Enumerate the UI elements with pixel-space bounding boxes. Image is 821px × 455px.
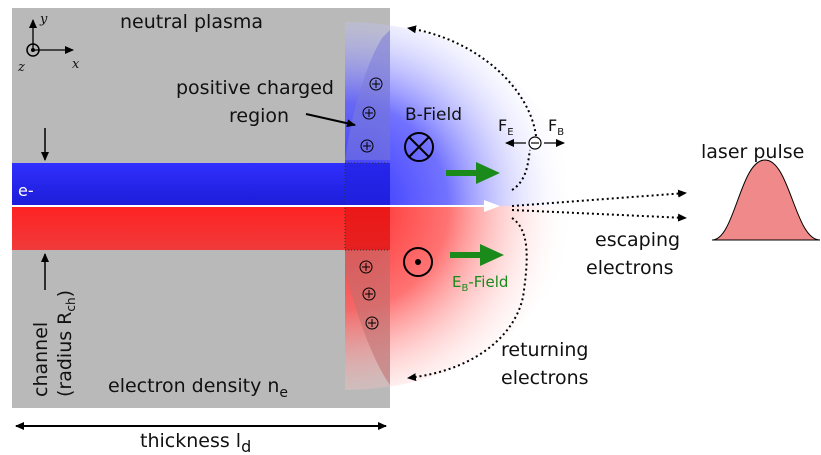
electron-beam-red xyxy=(12,206,390,250)
axis-z-label: z xyxy=(17,60,25,75)
positive-region-bottom xyxy=(345,250,390,385)
electron-density-label: electron density ne xyxy=(108,375,288,401)
positive-region-top xyxy=(345,30,390,160)
axis-y-label: y xyxy=(39,12,48,27)
axis-indicator xyxy=(26,19,74,57)
electron-charge-icon xyxy=(528,136,542,150)
trajectories xyxy=(407,25,687,382)
laser-pulse-shape xyxy=(711,159,821,241)
into-page-icon xyxy=(404,132,434,162)
electron-beam-blue xyxy=(12,163,390,206)
svg-text:channel: channel xyxy=(30,322,52,397)
plus-charges-bottom xyxy=(359,260,379,330)
returning-label-2: electrons xyxy=(501,367,589,389)
escaping-label-2: electrons xyxy=(586,257,674,279)
eb-field-label: EB-Field xyxy=(452,273,508,294)
svg-text:(radius Rch): (radius Rch) xyxy=(54,290,78,397)
positive-region-label-2: region xyxy=(229,105,289,127)
out-of-page-icon xyxy=(403,247,433,277)
thickness-label: thickness ld xyxy=(140,430,251,455)
positive-region-label-1: positive charged xyxy=(176,77,334,99)
axis-x-label: x xyxy=(72,57,80,72)
beam-axis-arrowhead xyxy=(484,200,500,212)
plus-charges-top xyxy=(360,77,383,153)
force-e-label: FE xyxy=(498,116,514,138)
electron-beam-label: e- xyxy=(18,181,34,200)
neutral-plasma-label: neutral plasma xyxy=(120,11,263,33)
laser-pulse-label: laser pulse xyxy=(701,141,804,163)
returning-label-1: returning xyxy=(501,339,588,361)
force-b-label: FB xyxy=(548,116,564,138)
positive-region-pointer xyxy=(305,113,356,128)
field-arrow-bottom xyxy=(450,244,504,266)
escaping-label-1: escaping xyxy=(595,229,680,251)
blue-field-region xyxy=(345,22,575,206)
b-field-label: B-Field xyxy=(405,105,462,125)
red-field-region xyxy=(345,206,575,390)
channel-label: channel (radius Rch) xyxy=(30,290,78,397)
field-arrow-top xyxy=(446,162,500,184)
